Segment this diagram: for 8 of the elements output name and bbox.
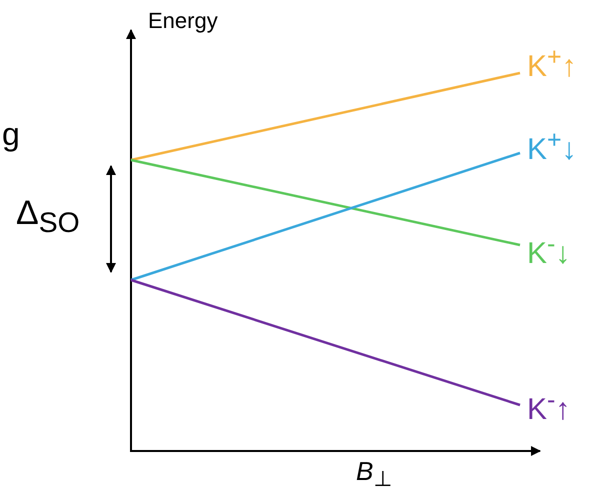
axis-label: B$_{⊥}$ [356,458,392,490]
band-label: K$^{+}$↑ [527,45,577,82]
gap-label: Δ$_{SO}$ [16,196,80,238]
band-label: K$^{-}$↓ [527,232,570,269]
band-label: K$^{-}$↑ [527,388,570,425]
band-label: K$^{+}$↓ [527,128,577,165]
axis-label: Energy [148,10,218,32]
text-fragment: g [2,118,20,150]
